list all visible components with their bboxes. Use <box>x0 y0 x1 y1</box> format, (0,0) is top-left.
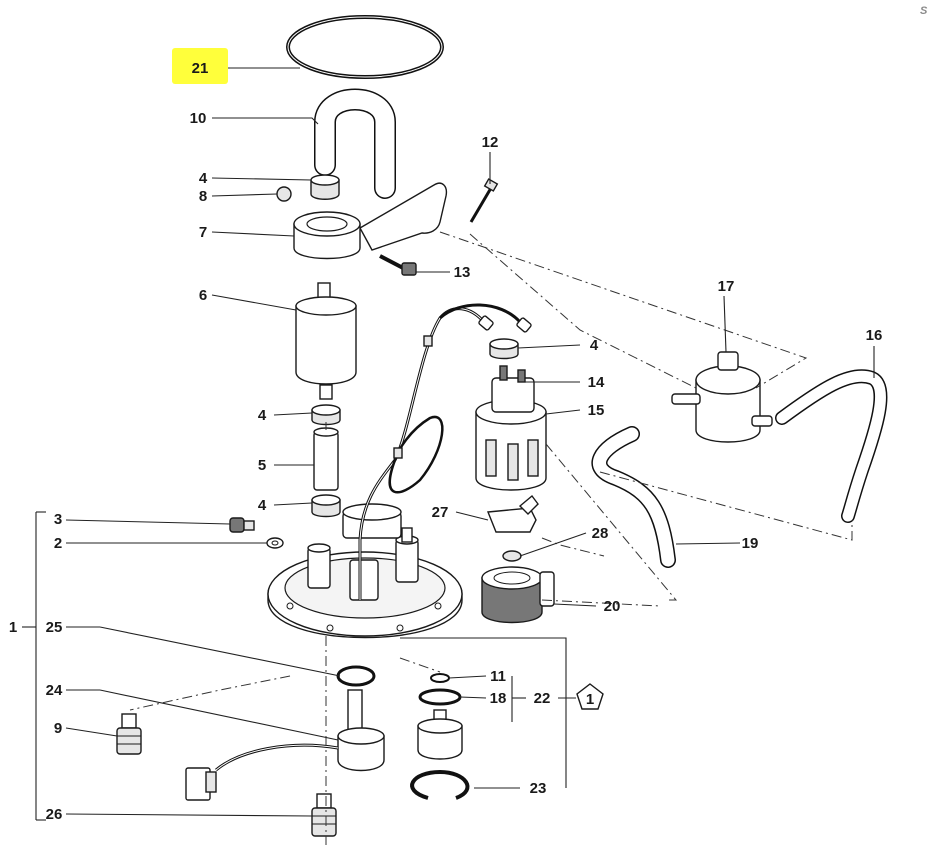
callout-7[interactable]: 7 <box>199 224 207 241</box>
part-25-seal-ring[interactable] <box>336 665 376 687</box>
note-badge-1[interactable]: 1 <box>576 683 604 710</box>
part-20-strainer[interactable] <box>481 566 555 624</box>
callout-25[interactable]: 25 <box>46 619 63 636</box>
part-7-bracket[interactable] <box>293 182 448 260</box>
callout-13[interactable]: 13 <box>454 264 471 281</box>
callout-24[interactable]: 24 <box>46 682 63 699</box>
group-bracket-22 <box>400 637 576 788</box>
corner-mark: S <box>920 5 928 17</box>
part-6-fuel-filter[interactable] <box>295 282 357 400</box>
part-23-circlip[interactable] <box>410 769 470 800</box>
callout-22[interactable]: 22 <box>534 690 551 707</box>
callout-16[interactable]: 16 <box>866 327 883 344</box>
callout-19[interactable]: 19 <box>742 535 759 552</box>
part-12-screw[interactable] <box>469 178 499 223</box>
part-28-nut[interactable] <box>502 550 522 562</box>
part-2-washer[interactable] <box>266 537 284 549</box>
callout-14[interactable]: 14 <box>588 374 605 391</box>
callout-18[interactable]: 18 <box>490 690 507 707</box>
part-4-clamp-lower[interactable] <box>311 494 341 518</box>
callout-1[interactable]: 1 <box>9 619 17 636</box>
part-4-clamp-right[interactable] <box>489 338 519 360</box>
callout-2[interactable]: 2 <box>54 535 62 552</box>
part-8-nut[interactable] <box>276 186 292 202</box>
part-27-retainer[interactable] <box>487 494 539 533</box>
callout-6[interactable]: 6 <box>199 287 207 304</box>
part-10-hose[interactable] <box>314 88 396 199</box>
part-11-o-ring[interactable] <box>430 673 450 683</box>
part-26-fitting[interactable] <box>311 793 337 837</box>
part-15-fuel-pump[interactable] <box>475 377 547 491</box>
callout-5[interactable]: 5 <box>258 457 266 474</box>
callout-15[interactable]: 15 <box>588 402 605 419</box>
part-9-fitting[interactable] <box>116 713 142 755</box>
assembly-lines <box>129 231 853 845</box>
part-24-sensor-connector[interactable] <box>185 689 385 801</box>
callout-8[interactable]: 8 <box>199 188 207 205</box>
callout-4a[interactable]: 4 <box>199 170 208 187</box>
callout-21[interactable]: 21 <box>192 60 209 77</box>
callout-10[interactable]: 10 <box>190 110 207 127</box>
callout-labels: 21 10 4 8 7 12 13 6 4 5 4 3 2 1 25 24 9 … <box>9 60 883 823</box>
part-16-hose[interactable] <box>775 369 888 523</box>
callout-23[interactable]: 23 <box>530 780 547 797</box>
callout-4c[interactable]: 4 <box>258 497 267 514</box>
part-18-o-ring[interactable] <box>418 688 462 706</box>
callout-17[interactable]: 17 <box>718 278 735 295</box>
badge-label: 1 <box>586 691 594 708</box>
callout-3[interactable]: 3 <box>54 511 62 528</box>
part-17-pressure-regulator[interactable] <box>671 351 773 443</box>
callout-11[interactable]: 11 <box>490 668 506 685</box>
callout-20[interactable]: 20 <box>604 598 621 615</box>
callout-4d[interactable]: 4 <box>590 337 599 354</box>
pump-base-flange[interactable] <box>267 503 463 639</box>
part-5-short-hose[interactable] <box>313 427 339 491</box>
callout-21-highlight <box>172 48 228 84</box>
part-4-clamp-middle[interactable] <box>311 404 341 426</box>
part-3-plug[interactable] <box>229 517 255 533</box>
callout-12[interactable]: 12 <box>482 134 499 151</box>
part-4-clamp-top[interactable] <box>310 174 340 200</box>
callout-28[interactable]: 28 <box>592 525 609 542</box>
part-13-bolt[interactable] <box>379 254 417 276</box>
part-22-regulator[interactable] <box>417 709 463 760</box>
part-21-o-ring[interactable] <box>286 15 444 79</box>
callout-26[interactable]: 26 <box>46 806 63 823</box>
callout-4b[interactable]: 4 <box>258 407 267 424</box>
wiring-harness <box>358 303 532 600</box>
callout-27[interactable]: 27 <box>432 504 449 521</box>
callout-9[interactable]: 9 <box>54 720 62 737</box>
group-bracket-1 <box>22 511 46 821</box>
part-19-hose[interactable] <box>591 426 676 568</box>
leader-lines <box>65 67 875 817</box>
